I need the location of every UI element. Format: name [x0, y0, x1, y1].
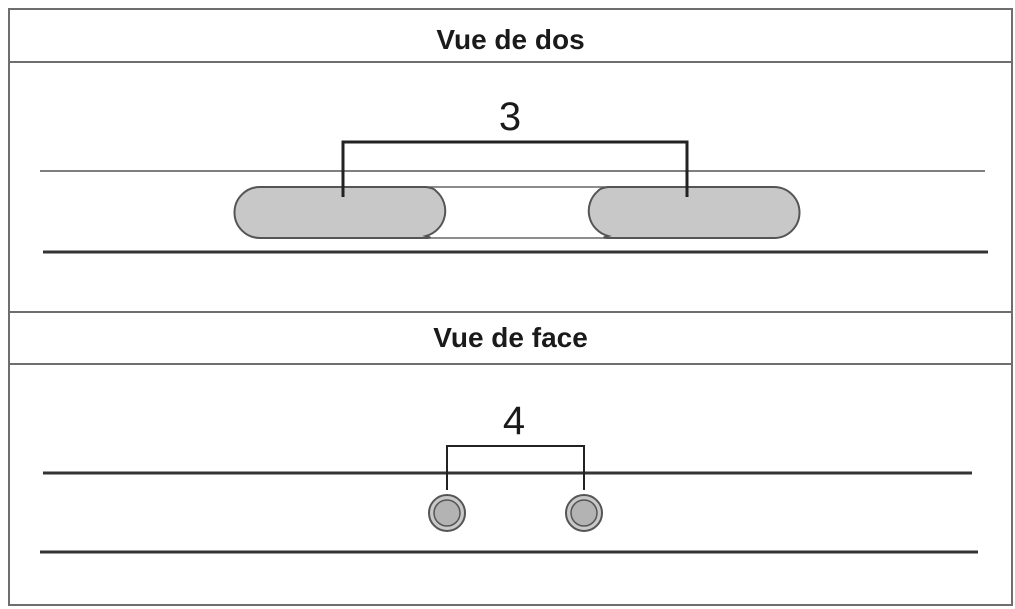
front-view-title: Vue de face — [433, 322, 588, 353]
right-contact-inner — [570, 499, 598, 527]
back-view-spacing-bracket — [341, 140, 689, 197]
diagram-frame: Vue de dos Vue de face — [8, 8, 1013, 606]
back-view-title-divider — [10, 61, 1011, 63]
front-view-title-divider — [10, 363, 1011, 365]
back-view-diagram: 3 — [40, 95, 988, 254]
back-view-spacing-label: 3 — [499, 95, 521, 139]
front-view-spacing-bracket — [446, 445, 585, 490]
left-pad — [233, 186, 447, 239]
back-view-title: Vue de dos — [436, 24, 585, 55]
front-view-spacing-label: 4 — [503, 399, 525, 443]
right-pad — [587, 186, 801, 239]
front-view-diagram: 4 — [40, 399, 978, 554]
section-divider — [10, 311, 1011, 313]
left-contact-inner — [433, 499, 461, 527]
